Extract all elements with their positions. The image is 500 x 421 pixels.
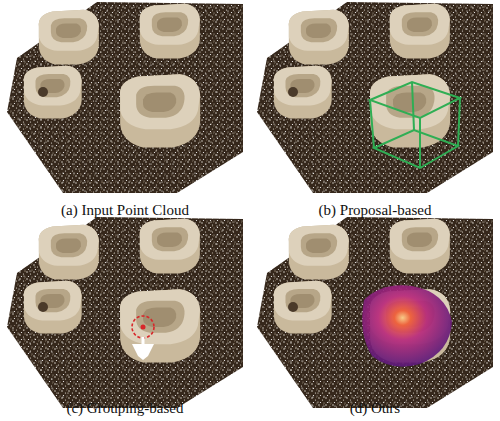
panel-caption: (a) Input Point Cloud	[61, 201, 189, 219]
panel-caption: (d) Ours	[350, 399, 400, 417]
panel-caption: (c) Grouping-based	[66, 399, 183, 417]
panel-caption: (b) Proposal-based	[319, 201, 432, 219]
